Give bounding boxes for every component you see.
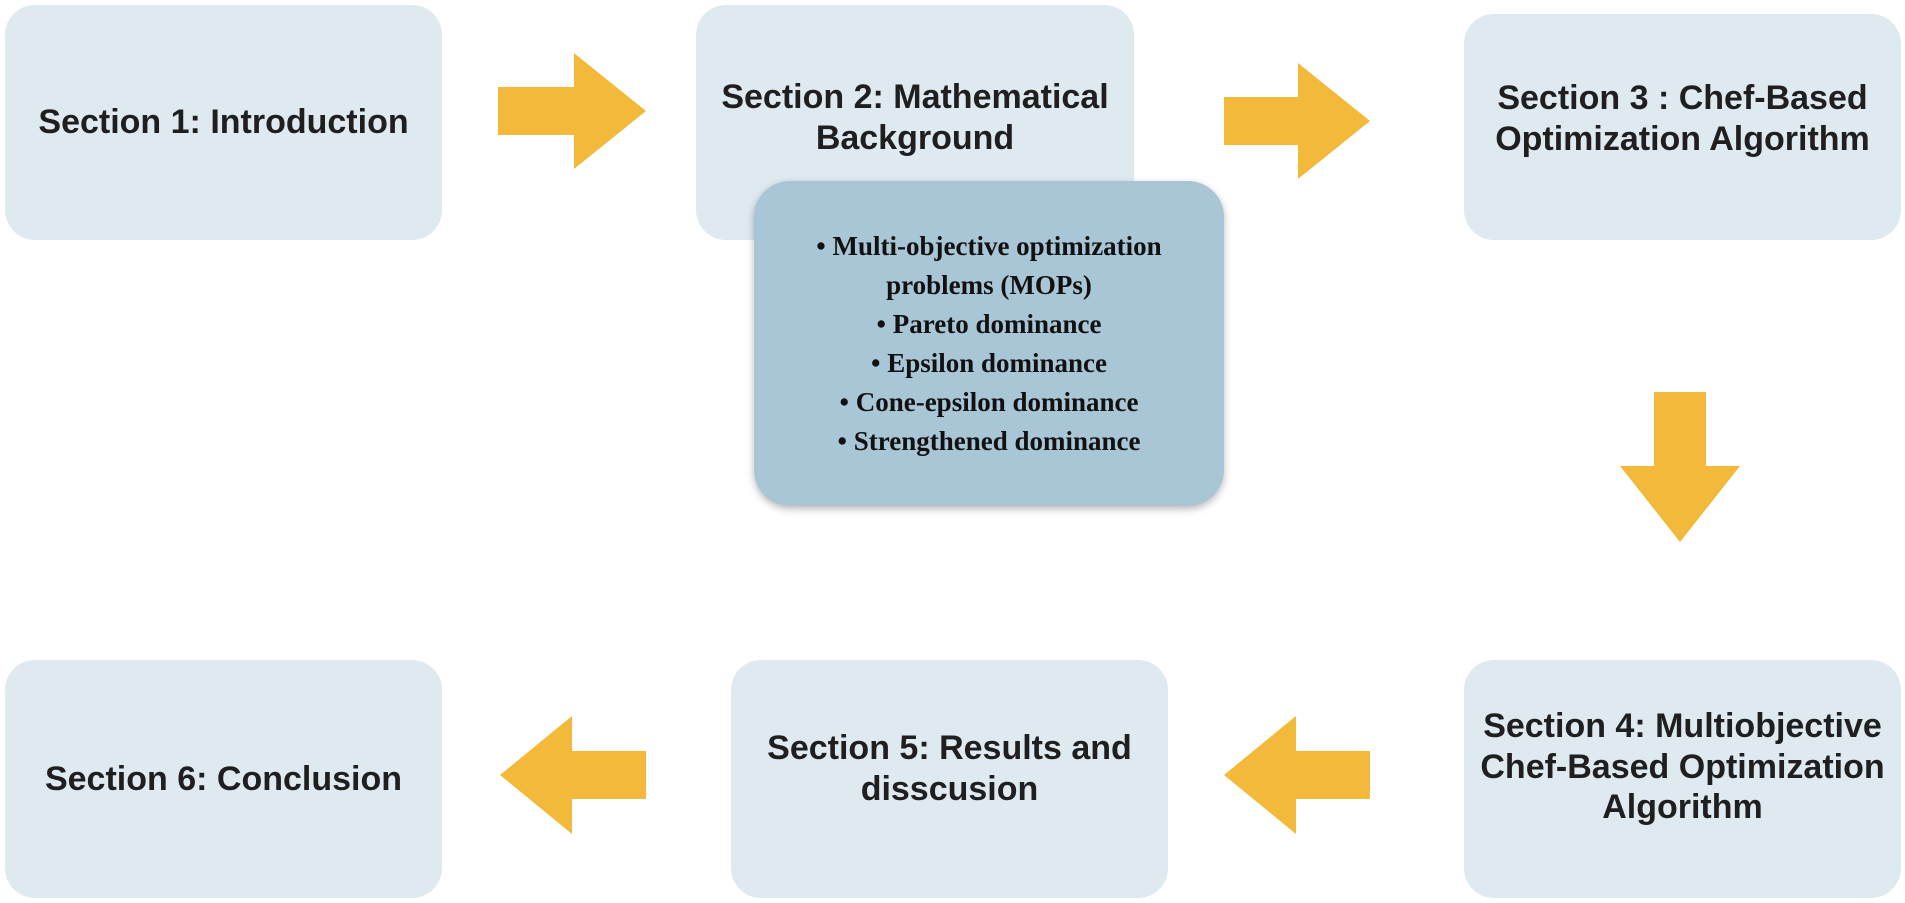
section-5-box: Section 5: Results and disscusion — [731, 660, 1168, 898]
section-6-label: Section 6: Conclusion — [44, 759, 403, 798]
arrow-down-icon — [1620, 392, 1740, 542]
section-4-label: Section 4: Multiobjective Chef-Based Opt… — [1480, 706, 1885, 827]
arrow-right-icon — [1224, 63, 1370, 179]
arrow-left-icon — [1224, 716, 1370, 834]
section-4-box: Section 4: Multiobjective Chef-Based Opt… — [1464, 660, 1901, 898]
section-5-label: Section 5: Results and disscusion — [767, 729, 1132, 808]
topic-item: Cone-epsilon dominance — [840, 383, 1139, 422]
section-1-box: Section 1: Introduction — [5, 5, 442, 240]
topic-item: Epsilon dominance — [871, 344, 1107, 383]
section-3-box: Section 3 : Chef-Based Optimization Algo… — [1464, 14, 1901, 240]
section-1-label: Section 1: Introduction — [38, 103, 409, 142]
topic-item: Strengthened dominance — [838, 422, 1141, 461]
arrow-right-icon — [498, 53, 646, 169]
topic-item: Pareto dominance — [877, 305, 1102, 344]
arrow-left-icon — [500, 716, 646, 834]
topic-item: Multi-objective optimization problems (M… — [774, 227, 1204, 305]
section-3-label: Section 3 : Chef-Based Optimization Algo… — [1495, 79, 1870, 158]
section-6-box: Section 6: Conclusion — [5, 660, 442, 898]
background-topics-panel: Multi-objective optimization problems (M… — [754, 181, 1224, 506]
section-2-label: Section 2: Mathematical Background — [721, 78, 1109, 157]
